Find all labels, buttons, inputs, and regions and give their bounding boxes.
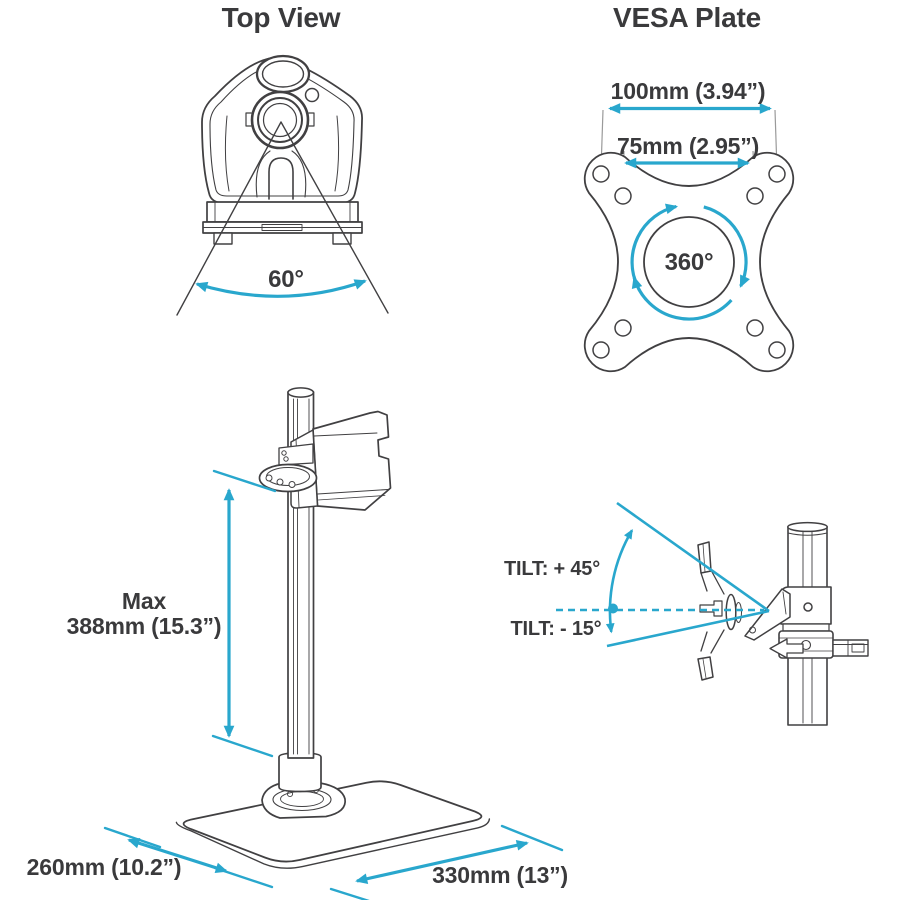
- stand-drawing: [103, 387, 564, 900]
- tilt-arc-arrow: [605, 528, 634, 634]
- vesa-plate-outline: [583, 151, 795, 373]
- base-width-label: 330mm (13”): [432, 862, 568, 888]
- swivel-range-lines: [176, 121, 389, 316]
- vesa-plate-drawing: [583, 103, 795, 373]
- dimension-arrow-width: [355, 839, 529, 885]
- tilt-down-label: TILT: - 15°: [510, 618, 602, 640]
- swivel-arc-arrow: [195, 279, 367, 298]
- top-view-drawing: [176, 54, 389, 316]
- height-max-label: Max 388mm (15.3”): [34, 589, 254, 639]
- tilt-down-line: [606, 609, 770, 648]
- rotation-360-label: 360°: [664, 249, 714, 276]
- dimension-arrow-depth: [127, 837, 228, 874]
- release-lever: [769, 638, 804, 659]
- tilt-drawing: [556, 501, 869, 726]
- swivel-angle-label: 60°: [268, 266, 304, 293]
- top-view-title: Top View: [221, 2, 341, 33]
- height-max-label-line1: Max: [121, 588, 167, 614]
- base-depth-label: 260mm (10.2”): [26, 854, 182, 880]
- vesa-plate-title: VESA Plate: [613, 2, 761, 33]
- pole-collar: [258, 463, 318, 493]
- clamp-arm: [832, 639, 869, 657]
- tilt-pivot-disc: [725, 593, 737, 631]
- height-dimension-ticks: [211, 469, 277, 758]
- stand-base: [182, 780, 483, 863]
- rotation-arc-arrows: [630, 203, 750, 321]
- vesa-100mm-label: 100mm (3.94”): [610, 78, 766, 104]
- vesa-bracket: [312, 410, 392, 511]
- tilt-up-line: [616, 501, 770, 613]
- width-dimension-ticks: [329, 824, 564, 900]
- vesa-75mm-label: 75mm (2.95”): [616, 133, 760, 159]
- height-max-label-line2: 388mm (15.3”): [66, 613, 222, 639]
- tilt-pivot-dot: [608, 603, 618, 614]
- vesa-center-circle: [643, 216, 735, 308]
- tilt-bracket-wedge: [744, 588, 791, 641]
- tilt-up-label: TILT: + 45°: [503, 558, 600, 580]
